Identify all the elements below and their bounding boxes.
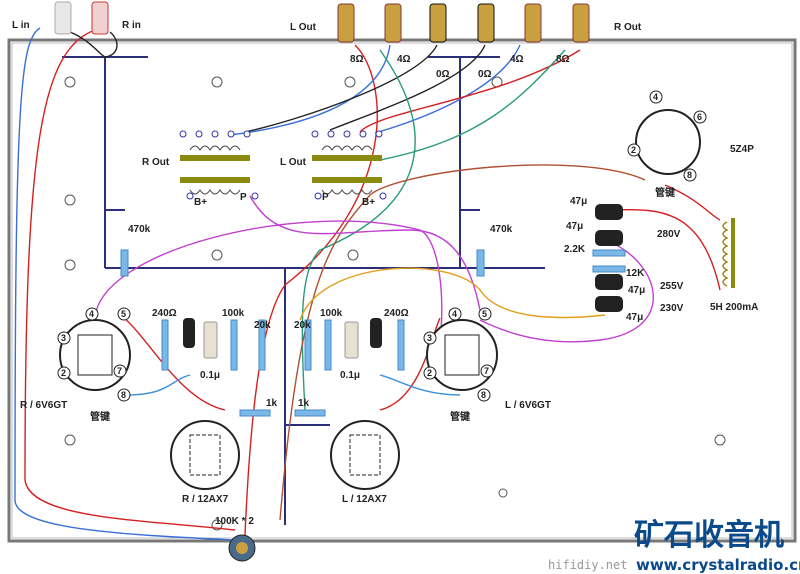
tap-label: 0Ω: [436, 69, 450, 80]
post-r-8ohm[interactable]: [572, 3, 590, 43]
tap-label: 0Ω: [478, 69, 492, 80]
label-r-in: R in: [122, 20, 141, 31]
transformer-l-bplus: B+: [362, 197, 375, 208]
watermark-logo: 矿石收音机: [634, 518, 784, 553]
post-l-0ohm[interactable]: [429, 3, 447, 43]
tube-socket-r-12ax7: [170, 420, 240, 490]
pin-label: 5: [121, 309, 126, 319]
tap-label: 8Ω: [556, 54, 570, 65]
resistor-470k-r: [120, 249, 129, 277]
tap-label: 4Ω: [397, 54, 411, 65]
jack-r-in[interactable]: [91, 1, 109, 35]
r-channel-cathode-parts: [161, 318, 266, 371]
tap-label: 4Ω: [510, 54, 524, 65]
label-280v: 280V: [657, 229, 681, 240]
tube-l-12ax7-label: L / 12AX7: [342, 494, 387, 505]
jack-l-in[interactable]: [54, 1, 72, 35]
transformer-r-bplus: B+: [194, 197, 207, 208]
l-channel-cathode-parts: [304, 318, 405, 371]
chassis-inner: [11, 42, 793, 539]
output-transformer-r: [179, 130, 259, 200]
tube-socket-l-6v6gt: [423, 307, 498, 402]
pin-label: 2: [427, 368, 432, 378]
label-cap-l: 0.1μ: [340, 370, 360, 381]
tube-key-label: 管键: [90, 410, 111, 423]
label-12k: 12K: [626, 268, 645, 279]
pin-label: 3: [61, 333, 66, 343]
label-20k-r: 20k: [254, 320, 271, 331]
pin-label: 5: [482, 309, 487, 319]
watermark-url: www.crystalradio.cn: [636, 556, 800, 574]
pin-label: 4: [89, 309, 94, 319]
tube-socket-l-12ax7: [330, 420, 400, 490]
wires: [14, 27, 721, 541]
output-transformer-l: [311, 130, 387, 200]
label-20k-l: 20k: [294, 320, 311, 331]
label-240ohm-l: 240Ω: [384, 308, 409, 319]
choke-label: 5H 200mA: [710, 302, 758, 313]
label-cap-47u: 47μ: [570, 196, 587, 207]
tube-r-6v6gt-label: R / 6V6GT: [20, 400, 67, 411]
pin-label: 3: [427, 333, 432, 343]
ground-bus: [62, 56, 545, 525]
label-cap-47u: 47μ: [628, 285, 645, 296]
pin-label: 2: [631, 145, 636, 155]
tube-key-label: 管键: [450, 410, 471, 423]
transformer-r-p: P: [240, 192, 247, 203]
watermark-site: hifidiy.net: [548, 558, 627, 572]
pin-label: 6: [697, 112, 702, 122]
pin-label: 8: [687, 170, 692, 180]
label-100k-r: 100k: [222, 308, 245, 319]
label-2-2k: 2.2K: [564, 244, 586, 255]
post-l-8ohm[interactable]: [337, 3, 355, 43]
label-1k-l: 1k: [298, 398, 310, 409]
label-100k-l: 100k: [320, 308, 343, 319]
label-255v: 255V: [660, 281, 684, 292]
label-1k-r: 1k: [266, 398, 278, 409]
post-r-0ohm[interactable]: [477, 3, 495, 43]
tap-label: 8Ω: [350, 54, 364, 65]
power-supply-parts: [592, 204, 735, 312]
tube-l-6v6gt-label: L / 6V6GT: [505, 400, 551, 411]
volume-pot[interactable]: [228, 534, 256, 562]
post-r-4ohm[interactable]: [524, 3, 542, 43]
label-240ohm-r: 240Ω: [152, 308, 177, 319]
tube-socket-r-6v6gt: [57, 307, 131, 402]
label-l-in: L in: [12, 20, 30, 31]
transformer-r-label: R Out: [142, 157, 170, 168]
mounting-holes: [64, 76, 726, 531]
tube-key-label: 管键: [655, 186, 676, 199]
label-cap-47u: 47μ: [566, 221, 583, 232]
post-l-4ohm[interactable]: [384, 3, 402, 43]
pin-label: 8: [121, 390, 126, 400]
label-230v: 230V: [660, 303, 684, 314]
pin-label: 4: [653, 92, 658, 102]
volume-pot-label: 100K * 2: [215, 516, 254, 527]
pin-label: 8: [481, 390, 486, 400]
tube-r-12ax7-label: R / 12AX7: [182, 494, 229, 505]
pin-label: 7: [117, 366, 122, 376]
transformer-l-label: L Out: [280, 157, 307, 168]
chassis-outline: [7, 38, 797, 543]
label-470k-l: 470k: [490, 224, 513, 235]
transformer-l-p: P: [322, 192, 329, 203]
label-470k-r: 470k: [128, 224, 151, 235]
pin-label: 2: [61, 368, 66, 378]
rectifier-label: 5Z4P: [730, 144, 754, 155]
resistor-1k-r: [239, 409, 271, 417]
pin-label: 4: [452, 309, 457, 319]
input-jacks[interactable]: [54, 1, 109, 35]
tube-socket-5z4p: [627, 90, 707, 182]
label-cap-47u: 47μ: [626, 312, 643, 323]
resistor-470k-l: [476, 249, 485, 277]
speaker-binding-posts[interactable]: [337, 3, 590, 43]
label-cap-r: 0.1μ: [200, 370, 220, 381]
label-l-out: L Out: [290, 22, 317, 33]
resistor-1k-l: [294, 409, 326, 417]
label-r-out: R Out: [614, 22, 642, 33]
pin-label: 7: [484, 366, 489, 376]
